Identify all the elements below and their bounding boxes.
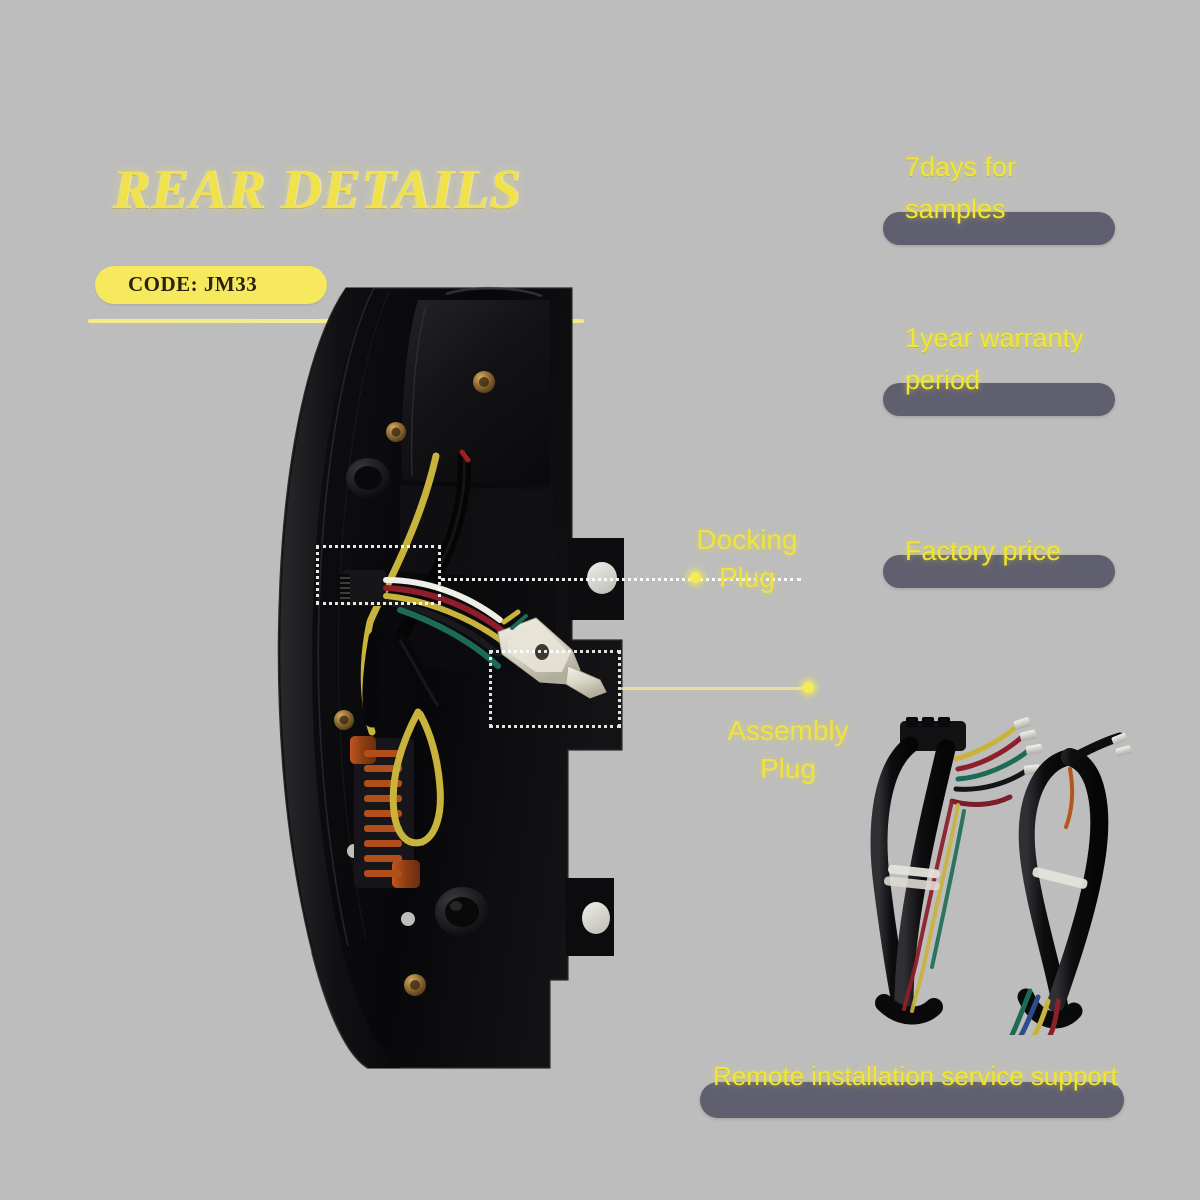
- docking-plug-leader-dot: [690, 572, 701, 583]
- feature-label-samples: 7days for samples: [905, 152, 1017, 224]
- bottom-banner-bar: [700, 1082, 1124, 1118]
- code-badge: [95, 266, 327, 304]
- feature-pill-samples-bar: [883, 212, 1115, 245]
- code-badge-label: CODE: JM33: [128, 272, 258, 296]
- accessory-images: [860, 715, 1180, 1042]
- harness-main: [870, 717, 1043, 1025]
- page-title: REAR DETAILS: [113, 159, 522, 221]
- feature-pill-price-bar: [883, 555, 1115, 588]
- feature-label-price: Factory price: [905, 536, 1062, 566]
- bottom-banner-label: Remote installation service support: [713, 1061, 1118, 1091]
- docking-plug-leader-line: [441, 578, 801, 581]
- feature-pill-warranty-bar: [883, 383, 1115, 416]
- callout-docking-plug: Docking Plug: [696, 524, 798, 593]
- docking-plug-highlight-box: [316, 545, 441, 605]
- assembly-plug-leader-dot: [803, 682, 814, 693]
- feature-label-warranty: 1year warranty period: [905, 323, 1084, 395]
- assembly-plug-leader-line: [621, 687, 811, 690]
- heatsink: [350, 736, 420, 888]
- docking-connector: [338, 570, 386, 606]
- assembly-plug-highlight-box: [489, 650, 621, 728]
- harness-extra: [1009, 732, 1132, 1042]
- callout-assembly-plug: Assembly Plug: [727, 715, 849, 784]
